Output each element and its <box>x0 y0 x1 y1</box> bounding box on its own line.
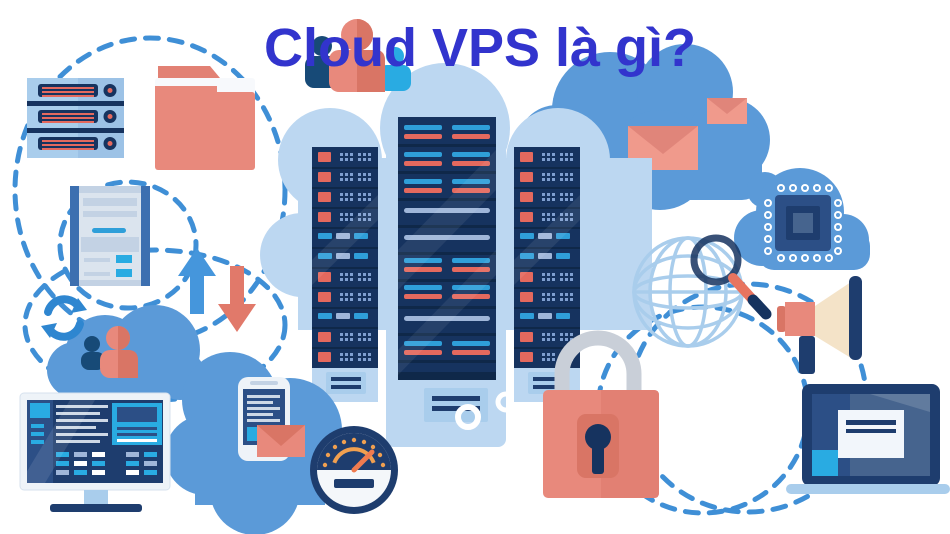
dashed-orbit-circle-icon <box>57 179 199 311</box>
download-arrow-icon <box>218 266 256 332</box>
upload-arrow-icon <box>178 248 216 314</box>
speed-gauge-icon <box>310 426 398 514</box>
smartphone-icon <box>238 377 305 461</box>
page-title: Cloud VPS là gì? <box>264 18 696 78</box>
user-icon <box>81 336 105 370</box>
users-cloud-icon <box>47 305 205 400</box>
magnifier-icon <box>690 234 772 320</box>
padlock-icon <box>543 330 659 498</box>
user-icon <box>379 47 411 91</box>
people-group-icon <box>305 19 411 92</box>
cpu-cloud-icon <box>734 168 870 270</box>
laptop-icon <box>786 384 950 494</box>
mail-envelope-icon <box>257 425 305 457</box>
server-rack-icon <box>312 147 378 402</box>
megaphone-icon <box>777 276 862 374</box>
sync-arrows-icon <box>41 295 87 341</box>
user-icon <box>100 326 138 378</box>
server-rack-icon <box>398 117 517 430</box>
globe-search-icon <box>632 234 772 348</box>
dashed-orbit-circle-icon <box>22 247 288 403</box>
mail-envelope-icon <box>707 98 747 124</box>
tower-server-icon <box>70 186 150 286</box>
user-icon <box>329 19 385 92</box>
desktop-monitor-icon <box>19 392 171 512</box>
server-rack-icon <box>514 147 580 402</box>
cpu-chip-icon <box>764 184 842 262</box>
server-racks <box>312 105 580 447</box>
folder-icon <box>155 66 255 170</box>
server-stack-icon <box>27 78 124 158</box>
